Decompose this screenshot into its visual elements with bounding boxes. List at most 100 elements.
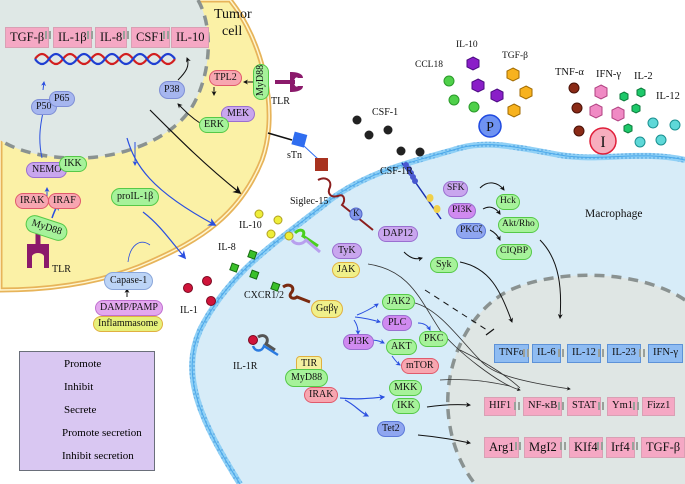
node-mtor: mTOR bbox=[401, 358, 439, 374]
node-capase1: Capase-1 bbox=[104, 272, 154, 290]
node-ciqbp: CIQBP bbox=[496, 244, 532, 260]
label-cxcr12: CXCR1/2 bbox=[244, 290, 285, 301]
arrow-syk-to-tnfa bbox=[459, 261, 513, 323]
arrow-tet2-to-arg1 bbox=[417, 434, 471, 445]
arrow-p50-to-dna bbox=[41, 81, 46, 91]
il10-hexagons bbox=[466, 56, 504, 103]
gene-stat: STAT bbox=[567, 397, 602, 416]
gene-separator bbox=[598, 349, 605, 357]
gene-hif1: HIF1 bbox=[484, 397, 517, 416]
il10-molecules bbox=[254, 209, 294, 241]
inhibit-line-to-tnfa bbox=[424, 289, 491, 333]
arrow-irak-to-tet2 bbox=[344, 399, 370, 417]
node-hck: Hck bbox=[496, 194, 520, 210]
label-ccl18: CCL18 bbox=[415, 60, 443, 70]
node-ikk: IKK bbox=[59, 156, 87, 172]
secrete-arrow-il8 bbox=[126, 137, 217, 226]
label-stn: sTn bbox=[287, 150, 302, 161]
gene-mgi2: MgI2 bbox=[524, 437, 562, 458]
cxcr-receptor-icon bbox=[282, 283, 311, 304]
legend-item-inhibit-secretion: Inhibit secretion bbox=[20, 447, 156, 467]
label-il1: IL-1 bbox=[180, 305, 198, 316]
node-iraf: IRAF bbox=[48, 193, 81, 209]
node-mkk: MKK bbox=[389, 380, 423, 396]
node-sfk: SFK bbox=[443, 181, 469, 197]
arrow-irak-to-mkk bbox=[339, 394, 386, 401]
gene-ifn: IFN-γ bbox=[648, 344, 684, 363]
gene-separator bbox=[639, 349, 646, 357]
node-erk: ERK bbox=[199, 117, 229, 133]
promote-badge-letter: P bbox=[486, 120, 494, 135]
node-myd88-macrophage: MyD88 bbox=[285, 369, 329, 387]
tnfa-molecules bbox=[568, 82, 585, 137]
node-p38: P38 bbox=[159, 81, 185, 99]
node-ikk-macrophage: IKK bbox=[392, 398, 420, 414]
label-ifng: IFN-γ bbox=[596, 69, 622, 80]
gene-ym1: Ym1 bbox=[607, 397, 638, 416]
label-siglec15: Siglec-15 bbox=[290, 196, 329, 207]
siglec15-receptor-icon bbox=[317, 177, 374, 231]
macrophage-title: Macrophage bbox=[585, 208, 643, 220]
arrow-dap12-to-syk bbox=[403, 251, 423, 262]
node-mek: MEK bbox=[221, 106, 256, 122]
inhibit-secretion-badge: I bbox=[589, 127, 617, 155]
tlr-right-receptor-icon bbox=[275, 72, 303, 92]
gene-separator bbox=[632, 442, 639, 450]
label-il10: IL-10 bbox=[239, 220, 262, 231]
gene-arg1: Arg1 bbox=[484, 437, 520, 458]
il12-molecules bbox=[634, 117, 681, 148]
label-tlr-right: TLR bbox=[271, 96, 290, 107]
promote-secretion-badge: P bbox=[478, 114, 502, 138]
gene-fizz1: Fizz1 bbox=[642, 397, 676, 416]
node-tpl2: TPL2 bbox=[209, 70, 242, 86]
tumor-cell-title-line2: cell bbox=[222, 24, 243, 39]
stn-icon bbox=[267, 131, 328, 171]
inhibit-badge-letter: I bbox=[600, 134, 605, 151]
node-tyk: TyK bbox=[332, 243, 362, 259]
node-pkcz: PKCζ bbox=[456, 223, 487, 239]
legend-label: Promote bbox=[64, 358, 102, 370]
arrow-ikk-to-hif1 bbox=[426, 402, 471, 408]
arrow-pkcz-to-ciqbp bbox=[489, 229, 501, 241]
label-il10-promote: IL-10 bbox=[456, 40, 478, 50]
secrete-arrow-to-macrophage bbox=[149, 109, 242, 195]
label-tlr-left: TLR bbox=[52, 264, 71, 275]
arrow-erk-to-p38 bbox=[177, 103, 201, 124]
arrow-p38-to-il10 bbox=[177, 57, 191, 81]
node-syk: Syk bbox=[430, 257, 458, 273]
gene-il10: IL-10 bbox=[171, 27, 210, 48]
arrow-gabg-to-pi3k bbox=[353, 319, 361, 335]
link-capase-to-proil1b bbox=[127, 241, 151, 263]
csf1r-receptor-icon bbox=[401, 162, 442, 220]
arrow-plc-to-pkc bbox=[417, 322, 431, 331]
ccl18-molecules bbox=[443, 75, 480, 113]
il8-molecules bbox=[229, 249, 281, 292]
legend-label: Inhibit bbox=[64, 381, 94, 393]
line-jak-to-stat bbox=[367, 263, 521, 392]
node-inflammasome: Inflammasome bbox=[93, 316, 163, 332]
label-il8: IL-8 bbox=[218, 242, 236, 253]
arrow-sfk-to-hck bbox=[479, 182, 505, 191]
legend-item-secrete: Secrete bbox=[20, 401, 156, 421]
gene-separator bbox=[87, 31, 94, 39]
legend-item-inhibit: Inhibit bbox=[20, 378, 156, 398]
label-il12: IL-12 bbox=[656, 91, 680, 102]
macrophage-nucleus bbox=[446, 273, 685, 484]
node-jak: JAK bbox=[332, 262, 361, 278]
il2-molecules bbox=[619, 87, 646, 134]
arrow-akt-to-mtor bbox=[391, 355, 401, 366]
label-il2: IL-2 bbox=[634, 71, 653, 82]
node-irak-tumor: IRAK bbox=[15, 193, 50, 209]
gene-il12: IL-12 bbox=[567, 344, 601, 363]
node-damp-pamp: DAMP/PAMP bbox=[95, 300, 163, 316]
node-myd88-tumor: MyD88 bbox=[253, 64, 269, 100]
gene-tgfb: TGF-β bbox=[5, 27, 50, 48]
legend-label: Promote secretion bbox=[62, 427, 142, 439]
arrow-gabg-to-plc bbox=[354, 316, 381, 324]
node-pi3k-top: PI3K bbox=[448, 203, 477, 219]
node-gabg: Gαβγ bbox=[311, 300, 343, 318]
secrete-arrow-il1 bbox=[142, 211, 187, 260]
gene-il8: IL-8 bbox=[95, 27, 128, 48]
legend: Promote Inhibit Secrete Promote secretio… bbox=[19, 351, 155, 471]
